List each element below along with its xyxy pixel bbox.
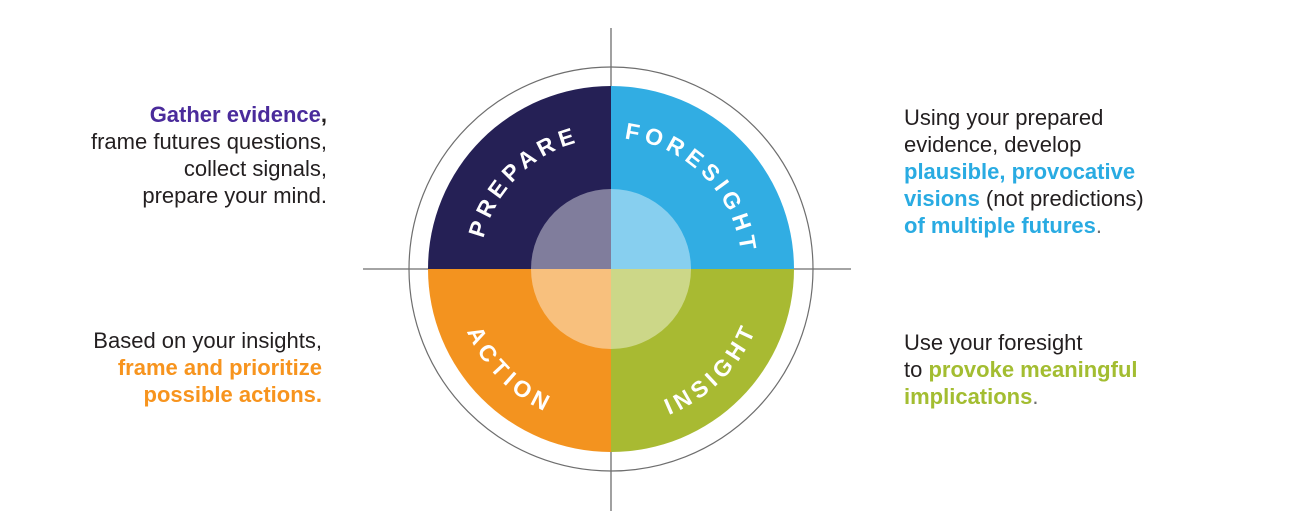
quadrant-prepare <box>428 86 611 269</box>
insight-highlight: provoke meaningful <box>928 357 1138 382</box>
annotation-line: visions (not predictions) <box>904 185 1144 212</box>
quadrant-foresight <box>611 86 794 269</box>
text-segment: (not predictions) <box>979 186 1144 211</box>
action-highlight: possible actions. <box>143 382 323 407</box>
text-segment: evidence, develop <box>904 132 1082 157</box>
prepare-annotation: Gather evidence, frame futures questions… <box>91 101 327 209</box>
annotation-line: implications. <box>904 383 1138 410</box>
annotation-line: Using your prepared <box>904 104 1144 131</box>
foresight-annotation: Using your prepared evidence, develop pl… <box>904 104 1144 239</box>
text-segment: Based on your insights, <box>93 328 322 353</box>
text-segment: Using your prepared <box>904 105 1104 130</box>
text-segment: frame futures questions, <box>90 129 327 154</box>
annotation-line: frame futures questions, <box>91 128 327 155</box>
center-overlay-circle <box>531 189 691 349</box>
annotation-line: Based on your insights, <box>93 327 322 354</box>
text-segment: , <box>320 102 327 127</box>
annotation-line: of multiple futures. <box>904 212 1144 239</box>
annotation-line: plausible, provocative <box>904 158 1144 185</box>
action-highlight: frame and prioritize <box>117 355 322 380</box>
outer-ring <box>408 66 814 472</box>
annotation-line: collect signals, <box>91 155 327 182</box>
prepare-highlight: Gather evidence <box>149 102 321 127</box>
text-segment: collect signals, <box>183 156 327 181</box>
annotation-line: to provoke meaningful <box>904 356 1138 383</box>
annotation-line: Use your foresight <box>904 329 1138 356</box>
annotation-line: possible actions. <box>93 381 323 408</box>
text-segment: prepare your mind. <box>142 183 327 208</box>
annotation-line: frame and prioritize <box>93 354 322 381</box>
foresight-highlight: of multiple futures <box>904 213 1096 238</box>
quadrant-action <box>428 269 611 452</box>
annotation-line: Gather evidence, <box>91 101 327 128</box>
insight-annotation: Use your foresight to provoke meaningful… <box>904 329 1138 410</box>
text-segment: . <box>1095 213 1103 238</box>
annotation-line: prepare your mind. <box>91 182 327 209</box>
foresight-highlight: visions <box>904 186 980 211</box>
quadrant-insight <box>611 269 794 452</box>
annotation-line: evidence, develop <box>904 131 1144 158</box>
text-segment: to <box>904 357 929 382</box>
text-segment: . <box>1032 384 1039 409</box>
action-annotation: Based on your insights, frame and priori… <box>93 327 322 408</box>
insight-highlight: implications <box>904 384 1033 409</box>
text-segment: Use your foresight <box>904 330 1083 355</box>
foresight-highlight: plausible, provocative <box>904 159 1136 184</box>
